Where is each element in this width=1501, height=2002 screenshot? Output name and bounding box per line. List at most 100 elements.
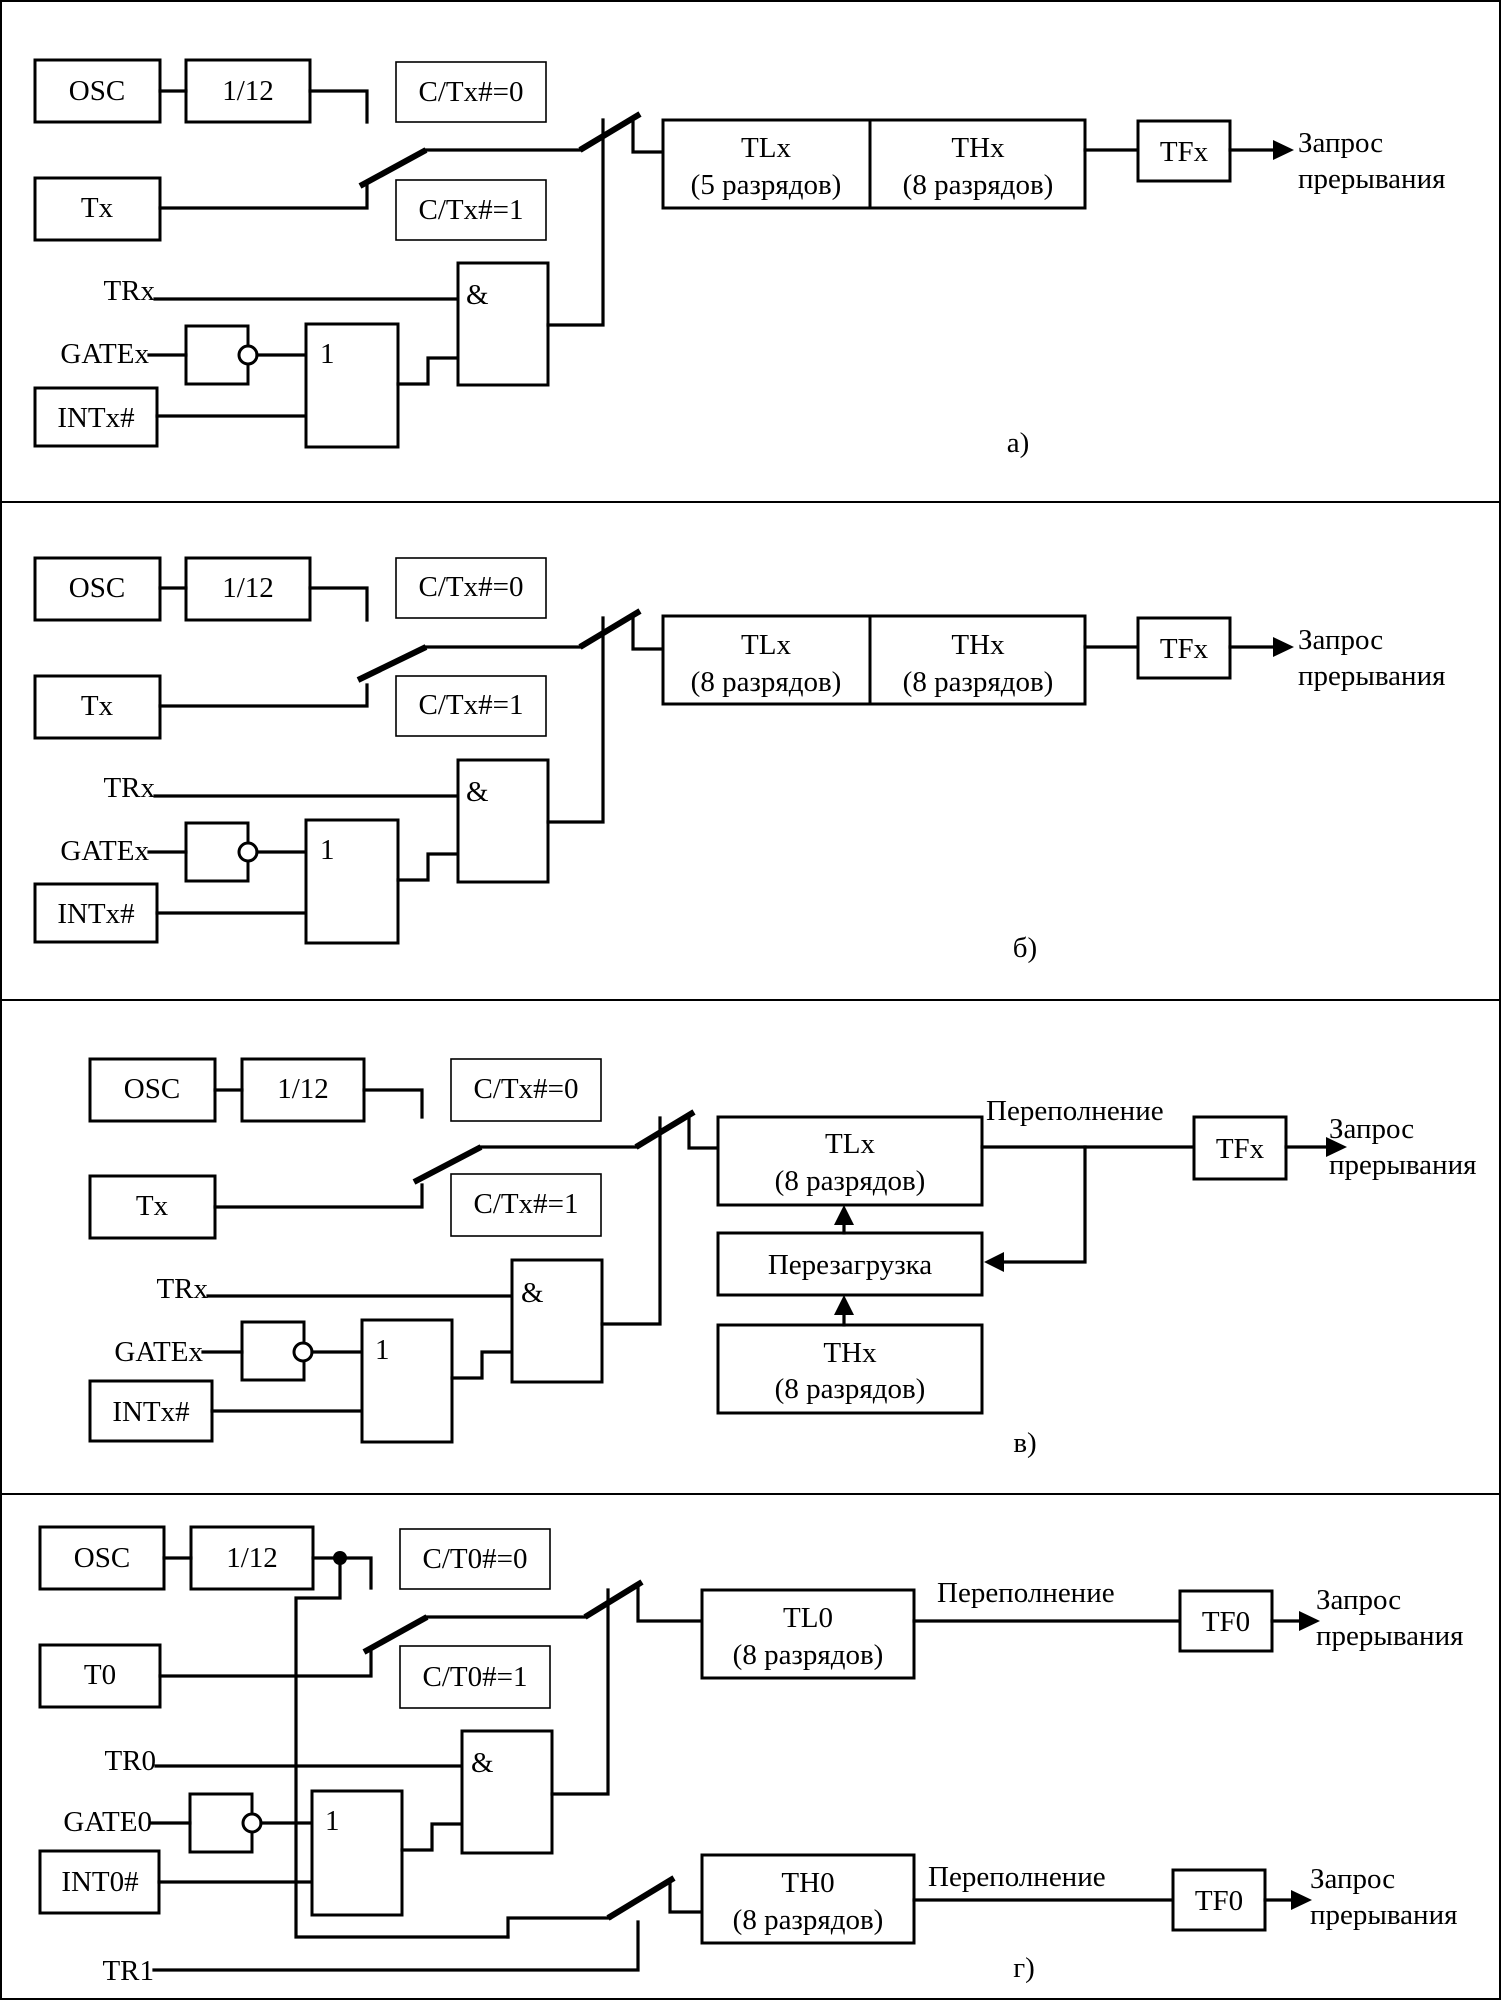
overflow-flag-block xyxy=(1136,616,1232,680)
panel-label: б) xyxy=(1013,932,1037,964)
or-gate-symbol: 1 xyxy=(375,1334,390,1366)
wire xyxy=(400,1822,464,1852)
divider-label: 1/12 xyxy=(226,1542,278,1574)
tr-label: TRx xyxy=(103,772,155,804)
low-register xyxy=(716,1115,984,1207)
wire xyxy=(631,116,665,154)
low-register-bits: (8 разрядов) xyxy=(691,666,842,698)
panel-label: а) xyxy=(1007,427,1030,459)
wire xyxy=(546,616,605,824)
tf0-flag-block-lower xyxy=(1171,1868,1267,1932)
tl0-overflow-label: Переполнение xyxy=(937,1577,1115,1609)
int-label: INTx# xyxy=(112,1396,189,1428)
inverter-bubble xyxy=(237,841,259,863)
wire xyxy=(668,1878,704,1914)
reload-block xyxy=(716,1231,984,1297)
mode-switch-contact xyxy=(362,1614,429,1655)
low-register-name: TLx xyxy=(741,132,791,164)
divider-label: 1/12 xyxy=(222,75,274,107)
wire xyxy=(158,1650,373,1678)
th0-overflow-label: Переполнение xyxy=(928,1861,1106,1893)
arrow-head xyxy=(984,1252,1004,1272)
low-register-name: TLx xyxy=(741,629,791,661)
t-input-block xyxy=(33,674,162,740)
clock-branch-wire xyxy=(294,1556,510,1939)
wire xyxy=(450,1350,514,1380)
panel-mode-1: OSC 1/12 C/Tx#=0 Tx C/Tx#=1 TRx GATEx IN… xyxy=(33,556,1445,964)
and-gate xyxy=(510,1258,604,1384)
or-gate xyxy=(304,818,400,945)
high-register-bits: (8 разрядов) xyxy=(775,1373,926,1405)
int-label: INTx# xyxy=(57,898,134,930)
or-gate xyxy=(310,1789,404,1917)
t-input-block xyxy=(88,1174,217,1240)
ct-one-label-box xyxy=(395,179,547,241)
interrupt-request-line1: Запрос xyxy=(1298,624,1383,656)
tl0-register-name: TL0 xyxy=(783,1602,833,1634)
tr-label: TRx xyxy=(103,275,155,307)
high-register-name: THx xyxy=(951,629,1005,661)
t-input-label: Tx xyxy=(136,1190,169,1222)
int-input-block xyxy=(33,882,159,944)
ct-one-label: C/Tx#=1 xyxy=(419,689,524,721)
high-register-bits: (8 разрядов) xyxy=(903,169,1054,201)
ct-zero-label-box xyxy=(395,557,547,619)
int-input-block xyxy=(33,386,159,448)
and-gate-symbol: & xyxy=(466,279,489,311)
divider-label: 1/12 xyxy=(277,1073,329,1105)
wire xyxy=(362,1088,424,1119)
arrow-head xyxy=(1326,1137,1347,1157)
run-switch-contact xyxy=(583,1579,644,1620)
flag-label: TFx xyxy=(1160,136,1209,168)
wire xyxy=(308,586,369,622)
gate-label: GATE0 xyxy=(63,1806,152,1838)
osc-block xyxy=(88,1057,217,1123)
ct-zero-label: C/Tx#=0 xyxy=(474,1073,579,1105)
timer-register xyxy=(661,118,1087,210)
low-register-name: TLx xyxy=(825,1128,875,1160)
wire xyxy=(546,118,605,327)
tl0-register xyxy=(700,1588,916,1680)
gate-label: GATEx xyxy=(60,338,149,370)
interrupt-request-line2: прерывания xyxy=(1329,1149,1476,1181)
interrupt-request-line3: Запрос xyxy=(1310,1863,1395,1895)
tf0-flag-label-upper: TF0 xyxy=(1202,1606,1250,1638)
ct-one-label: C/Tx#=1 xyxy=(419,194,524,226)
and-gate-symbol: & xyxy=(466,776,489,808)
ct-zero-label: C/T0#=0 xyxy=(423,1543,528,1575)
tr1-label: TR1 xyxy=(102,1955,154,1987)
high-register-name: THx xyxy=(951,132,1005,164)
mode-switch-contact xyxy=(358,147,428,189)
panel-label: г) xyxy=(1013,1952,1035,1984)
ct-one-label-box xyxy=(450,1173,602,1237)
tf0-flag-block-upper xyxy=(1178,1589,1274,1653)
and-gate xyxy=(460,1729,554,1855)
divider-block xyxy=(184,556,312,622)
divider-label: 1/12 xyxy=(222,572,274,604)
arrow-head xyxy=(1273,637,1294,657)
inverter-bubble xyxy=(237,344,259,366)
reload-label: Перезагрузка xyxy=(768,1249,932,1281)
mode-switch-contact xyxy=(412,1144,483,1185)
interrupt-request-line2: прерывания xyxy=(1298,163,1445,195)
interrupt-request-line1: Запрос xyxy=(1329,1113,1414,1145)
overflow-label: Переполнение xyxy=(986,1095,1164,1127)
panel-mode-0: OSC 1/12 C/Tx#=0 Tx C/Tx#=1 TRx GATEx IN… xyxy=(33,58,1445,459)
ct-zero-label: C/Tx#=0 xyxy=(419,571,524,603)
ct-one-label-box xyxy=(399,1645,551,1709)
wire xyxy=(213,1183,424,1209)
interrupt-request-line1: Запрос xyxy=(1316,1584,1401,1616)
tr-label: TR0 xyxy=(104,1745,156,1777)
high-register-name: THx xyxy=(823,1337,877,1369)
inverter-bubble xyxy=(241,1812,263,1834)
ct-one-label: C/Tx#=1 xyxy=(474,1188,579,1220)
tr1-wire xyxy=(152,1920,640,1972)
tl0-register-bits: (8 разрядов) xyxy=(733,1639,884,1671)
high-register-bits: (8 разрядов) xyxy=(903,666,1054,698)
t-input-label: T0 xyxy=(84,1659,116,1691)
t-input-label: Tx xyxy=(81,690,114,722)
interrupt-request-line4: прерывания xyxy=(1310,1899,1457,1931)
int-label: INT0# xyxy=(61,1866,138,1898)
ct-zero-label-box xyxy=(450,1058,602,1122)
high-register xyxy=(716,1323,984,1415)
